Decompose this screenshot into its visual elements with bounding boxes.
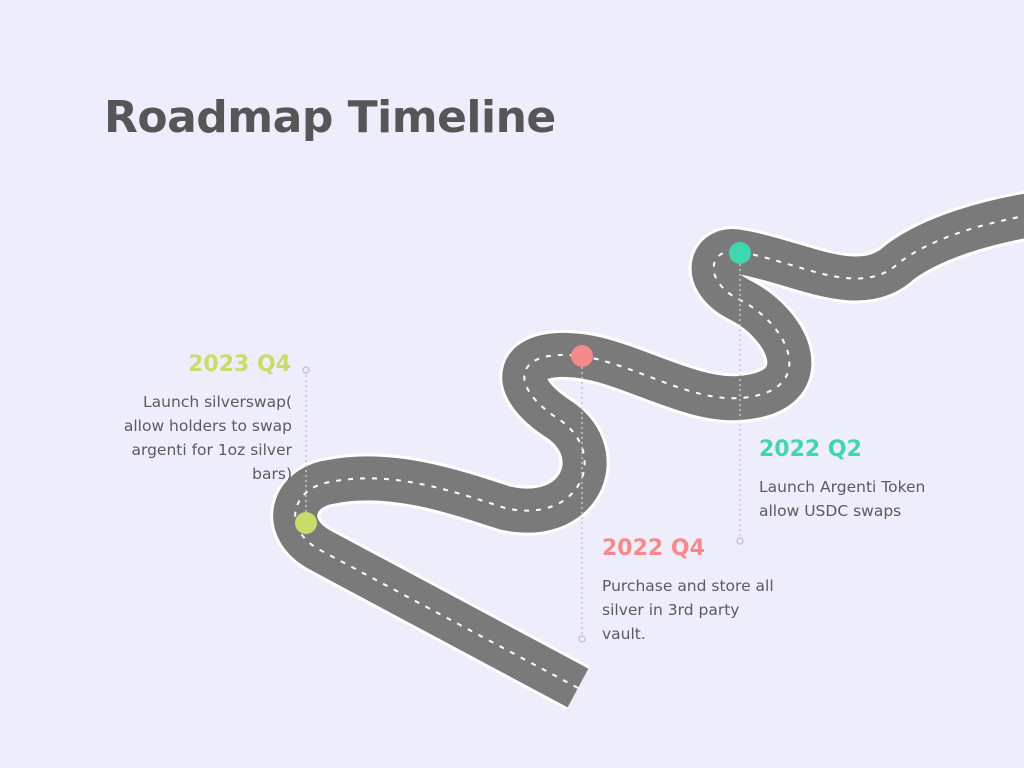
milestone-year-2022-q4: 2022 Q4 — [602, 536, 705, 561]
description-line: Purchase and store all — [602, 577, 774, 595]
description-line: vault. — [602, 625, 646, 643]
connector-end-2022-q4 — [578, 635, 586, 643]
connector-end-2022-q2 — [736, 537, 744, 545]
milestone-year-2022-q2: 2022 Q2 — [759, 437, 862, 462]
description-line: allow USDC swaps — [759, 502, 902, 520]
milestone-description-2022-q2: Launch Argenti Token allow USDC swaps — [759, 475, 969, 523]
milestone-year-2023-q4: 2023 Q4 — [188, 352, 291, 377]
milestone-description-2023-q4: Launch silverswap( allow holders to swap… — [96, 390, 292, 486]
milestone-description-2022-q4: Purchase and store all silver in 3rd par… — [602, 574, 802, 646]
road-lane-marking — [294, 215, 1024, 689]
connector-end-2023-q4 — [302, 366, 310, 374]
page-title: Roadmap Timeline — [104, 92, 556, 143]
description-line: Launch silverswap( — [143, 393, 292, 411]
milestone-marker-2022-q2 — [729, 242, 751, 264]
milestone-marker-2022-q4 — [571, 345, 593, 367]
description-line: allow holders to swap — [123, 417, 292, 435]
description-line: silver in 3rd party — [602, 601, 740, 619]
description-line: argenti for 1oz silver — [131, 441, 292, 459]
description-line: Launch Argenti Token — [759, 478, 926, 496]
milestone-marker-2023-q4 — [295, 512, 317, 534]
description-line: bars) — [252, 465, 292, 483]
